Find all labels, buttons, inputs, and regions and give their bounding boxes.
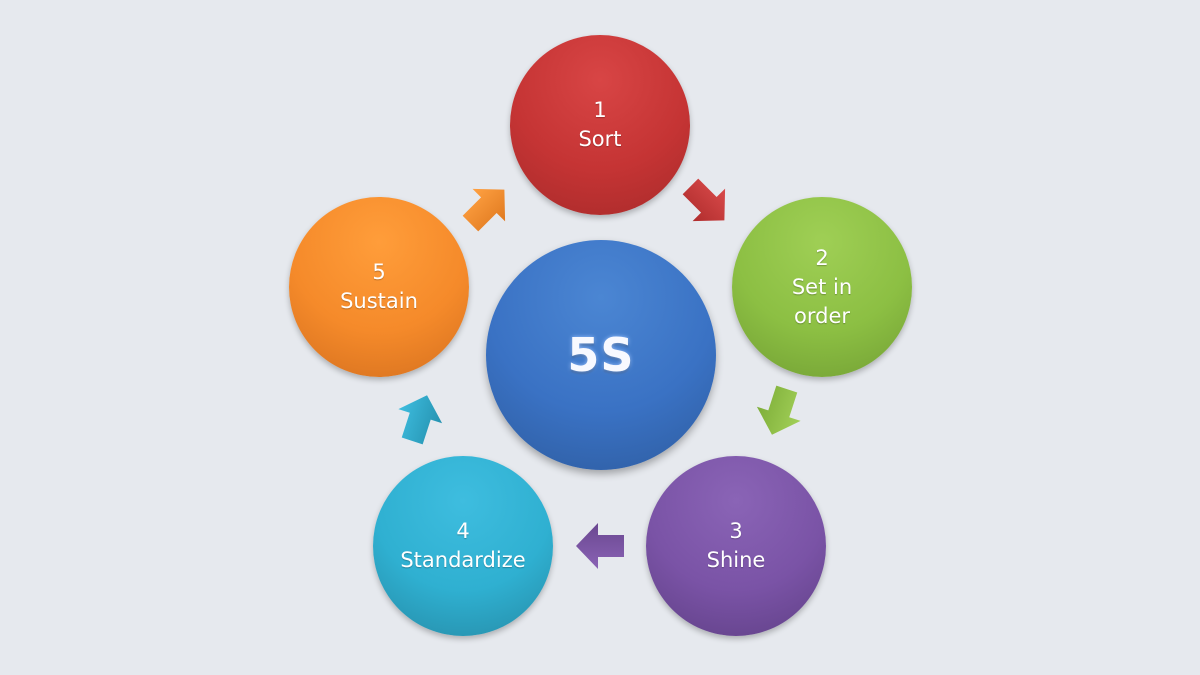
arrow-standardize-to-sustain (398, 395, 443, 445)
step-set-in-order-circle: 2 Set in order (732, 197, 912, 377)
step-sort-circle: 1 Sort (510, 35, 690, 215)
step-label: Sort (578, 127, 622, 151)
step-sustain-circle: 5 Sustain (289, 197, 469, 377)
step-label: Sustain (340, 289, 418, 313)
step-number: 2 (815, 245, 829, 270)
step-number: 1 (593, 98, 607, 122)
step-label: Set in order (791, 274, 853, 328)
step-shine-circle: 3 Shine (646, 456, 826, 636)
arrow-set-in-order-to-shine (756, 385, 801, 435)
step-standardize-circle: 4 Standardize (373, 456, 553, 636)
step-label: Shine (706, 548, 766, 572)
step-number: 5 (372, 260, 386, 284)
step-label: Standardize (400, 548, 526, 572)
step-number: 4 (456, 519, 470, 543)
arrow-sustain-to-sort (462, 188, 506, 232)
center-title: 5S (567, 328, 635, 382)
arrow-sort-to-set-in-order (682, 178, 726, 222)
arrow-shine-to-standardize (576, 523, 624, 569)
step-number: 3 (729, 519, 743, 543)
center-5s-circle: 5S (486, 240, 716, 470)
